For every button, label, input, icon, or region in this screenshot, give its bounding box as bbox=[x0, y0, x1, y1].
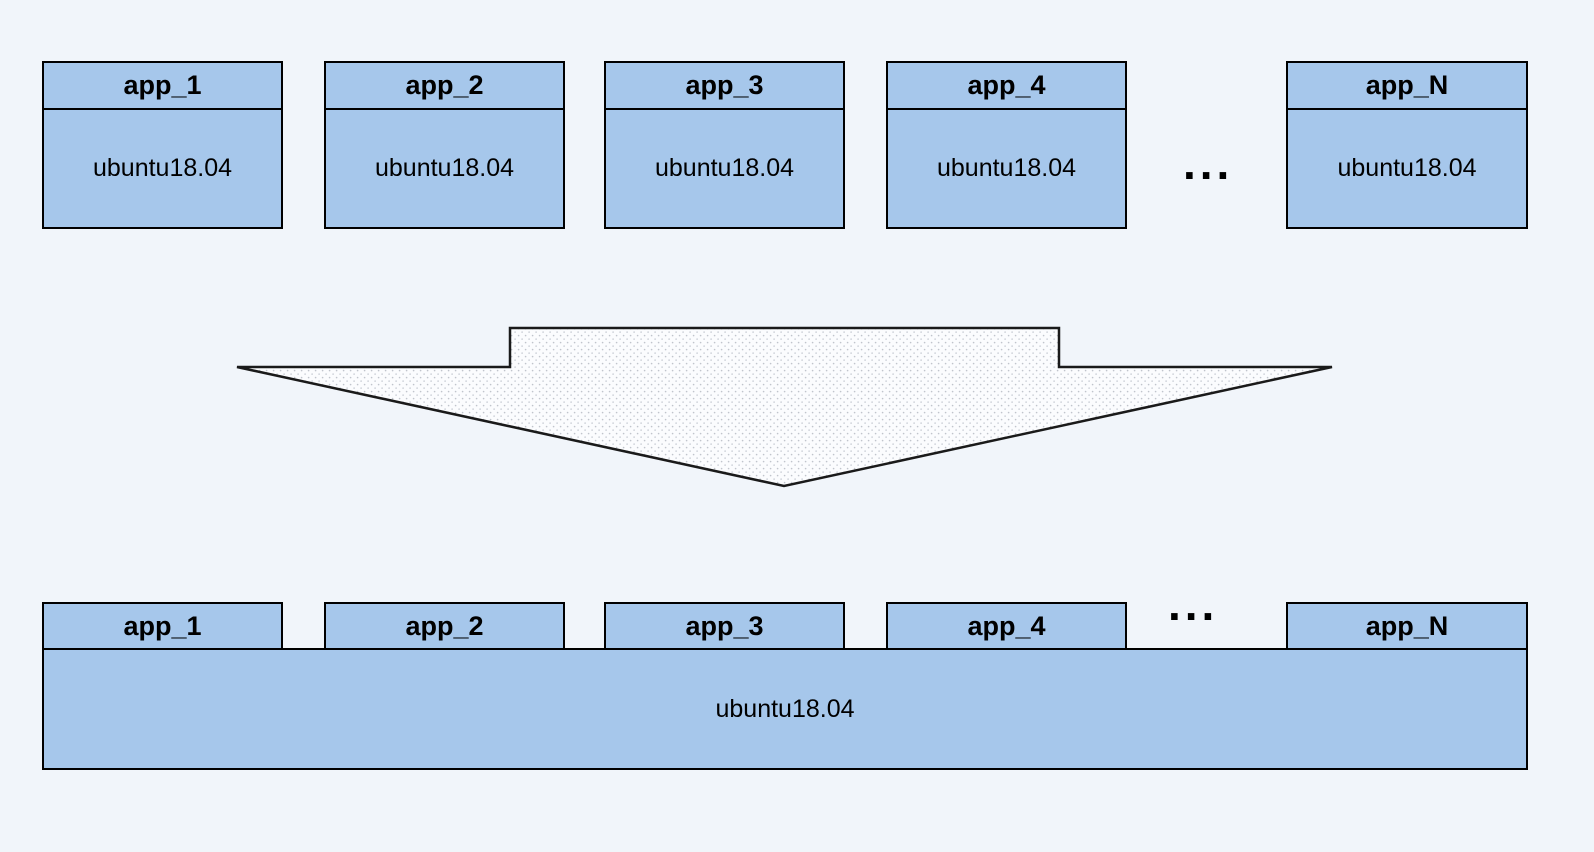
shared-app-box: app_1 bbox=[42, 602, 283, 648]
app-os-label: ubuntu18.04 bbox=[936, 154, 1077, 182]
app-title: app_4 bbox=[888, 63, 1125, 110]
app-container-box: app_1 ubuntu18.04 bbox=[42, 61, 283, 229]
app-os-label: ubuntu18.04 bbox=[654, 154, 795, 182]
app-os-label: ubuntu18.04 bbox=[1337, 154, 1477, 182]
ellipsis: ... bbox=[1183, 137, 1234, 189]
shared-app-box: app_3 bbox=[604, 602, 845, 648]
down-arrow-icon bbox=[236, 326, 1333, 488]
shared-app-box: app_4 bbox=[886, 602, 1127, 648]
app-os-label: ubuntu18.04 bbox=[92, 154, 233, 182]
shared-app-box: app_2 bbox=[324, 602, 565, 648]
shared-os-base-bar: ubuntu18.04 bbox=[42, 648, 1528, 770]
app-container-box: app_3 ubuntu18.04 bbox=[604, 61, 845, 229]
app-os-label: ubuntu18.04 bbox=[374, 154, 515, 182]
app-title: app_3 bbox=[606, 63, 843, 110]
app-title: app_N bbox=[1288, 63, 1526, 110]
ellipsis: ... bbox=[1168, 578, 1219, 630]
app-title: app_1 bbox=[44, 63, 281, 110]
app-container-box: app_N ubuntu18.04 bbox=[1286, 61, 1528, 229]
app-container-box: app_4 ubuntu18.04 bbox=[886, 61, 1127, 229]
base-os-label: ubuntu18.04 bbox=[715, 694, 855, 723]
app-container-box: app_2 ubuntu18.04 bbox=[324, 61, 565, 229]
app-title: app_2 bbox=[326, 63, 563, 110]
shared-app-box: app_N bbox=[1286, 602, 1528, 648]
